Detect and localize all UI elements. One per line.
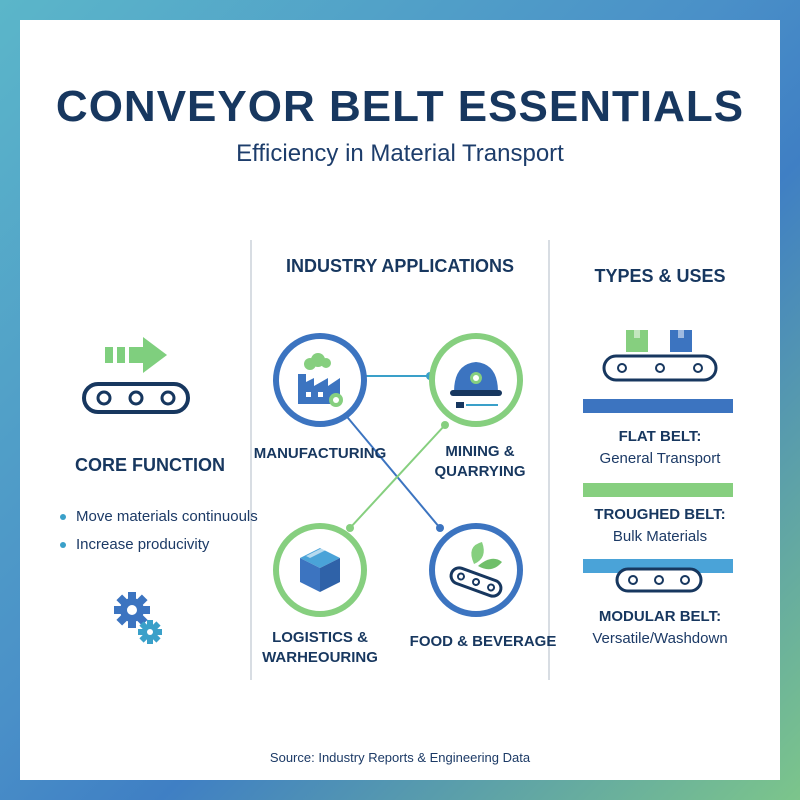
food-node (429, 523, 523, 617)
modular-belt-title: MODULAR BELT: (598, 608, 722, 625)
hard-hat-icon (450, 362, 502, 408)
conveyor-icon (82, 382, 190, 414)
flat-belt-bar (583, 399, 733, 413)
manufacturing-node (273, 333, 367, 427)
page-subtitle: Efficiency in Material Transport (236, 140, 564, 167)
troughed-belt-use: Bulk Materials (612, 528, 708, 545)
logistics-label: LOGISTICS & WARHEOURING (252, 628, 388, 668)
manufacturing-label: MANUFACTURING (253, 445, 387, 462)
mining-label-line1: MINING & (445, 443, 515, 460)
flat-belt-use: General Transport (599, 450, 721, 467)
mining-node (429, 333, 523, 427)
core-bullet-1-text: Move materials continuouls (76, 508, 258, 525)
column-divider-right (548, 240, 550, 680)
logistics-label-line1: LOGISTICS & (272, 629, 368, 646)
logistics-label-line2: WARHEOURING (262, 649, 378, 666)
page-title: CONVEYOR BELT ESSENTIALS (55, 82, 745, 131)
types-heading: TYPES & USES (594, 266, 726, 286)
core-bullet-2: Increase producivity (60, 536, 209, 553)
bullet-dot (60, 542, 66, 549)
column-divider-left (250, 240, 252, 680)
troughed-belt-title: TROUGHED BELT: (594, 506, 726, 523)
mining-label-line2: QUARRYING (434, 463, 526, 480)
box-icon (300, 546, 340, 592)
flat-belt-title: FLAT BELT: (618, 428, 702, 445)
core-function-heading: CORE FUNCTION (75, 455, 225, 475)
infographic-card: CONVEYOR BELT ESSENTIALS Efficiency in M… (20, 20, 780, 780)
food-label: FOOD & BEVERAGE (409, 633, 557, 650)
logistics-node (273, 523, 367, 617)
factory-icon (298, 353, 343, 407)
industry-heading: INDUSTRY APPLICATIONS (285, 256, 514, 276)
modular-conveyor-icon (615, 567, 703, 593)
conveyor-boxes-icon (602, 330, 718, 382)
source-note: Source: Industry Reports & Engineering D… (269, 750, 531, 765)
arrow-icon (105, 337, 167, 373)
core-bullet-2-text: Increase producivity (76, 536, 210, 553)
troughed-belt-bar (583, 483, 733, 497)
bullet-dot (60, 514, 66, 521)
mining-label: MINING & QUARRYING (420, 442, 540, 482)
gears-icon (114, 592, 162, 644)
modular-belt-use: Versatile/Washdown (592, 630, 728, 647)
core-bullet-1: Move materials continuouls (60, 508, 258, 525)
leaf-conveyor-icon (449, 542, 503, 598)
